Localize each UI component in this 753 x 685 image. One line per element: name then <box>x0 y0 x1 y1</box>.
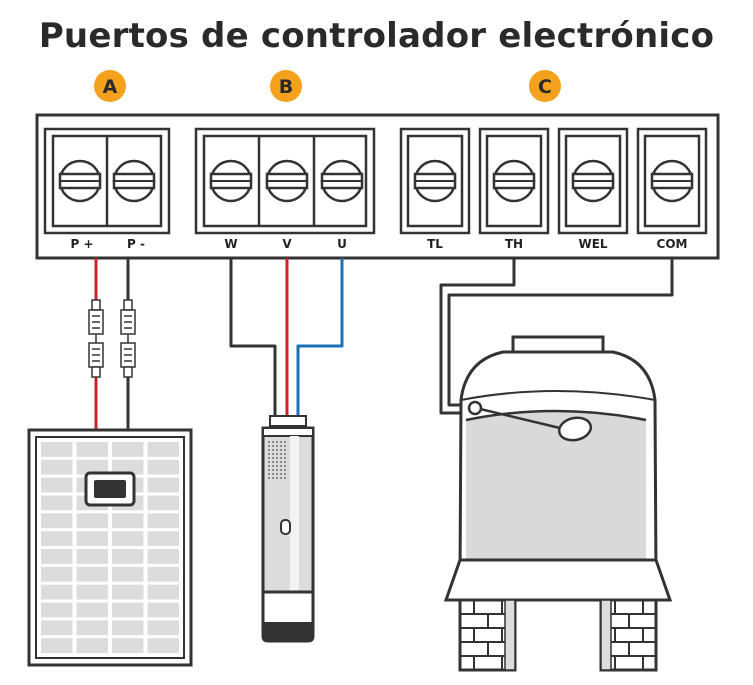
stand-pier <box>599 598 658 672</box>
solar-cell <box>147 620 179 636</box>
badge-a: A <box>94 70 126 102</box>
solar-cell <box>112 459 144 475</box>
solar-cell <box>147 638 179 653</box>
solar-cell <box>112 620 144 636</box>
solar-cell <box>76 566 108 582</box>
badge-c: C <box>529 70 561 102</box>
solar-cell <box>147 549 179 564</box>
solar-cell <box>41 549 73 564</box>
solar-cell <box>41 620 73 636</box>
solar-cell <box>147 602 179 618</box>
solar-cell <box>147 513 179 529</box>
solar-cell <box>76 602 108 618</box>
badge-b: B <box>270 70 302 102</box>
port-label-p-plus: P + <box>70 237 93 251</box>
badge-c-label: C <box>538 76 552 98</box>
screw-wel <box>571 159 615 203</box>
solar-cell <box>41 459 73 475</box>
solar-cell <box>112 513 144 529</box>
solar-cell <box>147 459 179 475</box>
screw-w <box>209 159 253 203</box>
solar-cell <box>76 584 108 600</box>
solar-cell <box>112 566 144 582</box>
solar-cell <box>147 442 179 457</box>
screw-th <box>492 159 536 203</box>
solar-wires <box>94 258 130 432</box>
solar-panel <box>27 428 193 667</box>
screw-u <box>320 159 364 203</box>
solar-cell <box>76 459 108 475</box>
solar-cell <box>41 513 73 529</box>
screw-p-plus <box>58 159 102 203</box>
port-label-w: W <box>224 237 237 251</box>
water-tank <box>458 335 658 592</box>
solar-cell <box>112 638 144 653</box>
solar-cell <box>41 531 73 546</box>
port-label-p-minus: P - <box>127 237 145 251</box>
badge-b-label: B <box>279 76 293 98</box>
solar-cell <box>112 442 144 457</box>
solar-cell <box>147 495 179 511</box>
solar-cell <box>147 566 179 582</box>
solar-cell <box>41 442 73 457</box>
screw-tl <box>413 159 457 203</box>
float-switch <box>467 400 593 442</box>
solar-cell <box>147 584 179 600</box>
solar-cell <box>76 442 108 457</box>
solar-cell <box>41 495 73 511</box>
solar-cell <box>76 513 108 529</box>
badge-a-label: A <box>103 76 118 98</box>
port-label-tl: TL <box>427 237 443 251</box>
solar-cell <box>41 584 73 600</box>
port-label-wel: WEL <box>578 237 607 251</box>
solar-cell <box>41 566 73 582</box>
solar-cell <box>112 531 144 546</box>
stand-pier <box>458 598 517 672</box>
solar-cell <box>76 549 108 564</box>
float-switch-wires <box>439 258 674 415</box>
solar-cell <box>41 477 73 493</box>
solar-cell <box>112 602 144 618</box>
solar-cell <box>112 549 144 564</box>
submersible-pump <box>261 415 315 643</box>
mc4-connector-positive <box>88 299 104 378</box>
terminal-screws <box>58 159 694 203</box>
mc4-connector-negative <box>120 299 136 378</box>
pump-wires <box>229 258 344 420</box>
screw-p-minus <box>112 159 156 203</box>
solar-cell <box>147 477 179 493</box>
screw-com <box>650 159 694 203</box>
port-label-u: U <box>337 237 347 251</box>
solar-cell <box>76 531 108 546</box>
port-label-com: COM <box>657 237 688 251</box>
solar-cell <box>147 531 179 546</box>
screw-v <box>265 159 309 203</box>
solar-cell <box>41 602 73 618</box>
diagram-title: Puertos de controlador electrónico <box>38 16 715 56</box>
port-label-v: V <box>282 237 292 251</box>
solar-cell <box>76 638 108 653</box>
solar-cell <box>112 584 144 600</box>
solar-cell <box>41 638 73 653</box>
port-label-th: TH <box>505 237 523 251</box>
solar-cell <box>76 620 108 636</box>
tank-stand <box>443 558 673 672</box>
